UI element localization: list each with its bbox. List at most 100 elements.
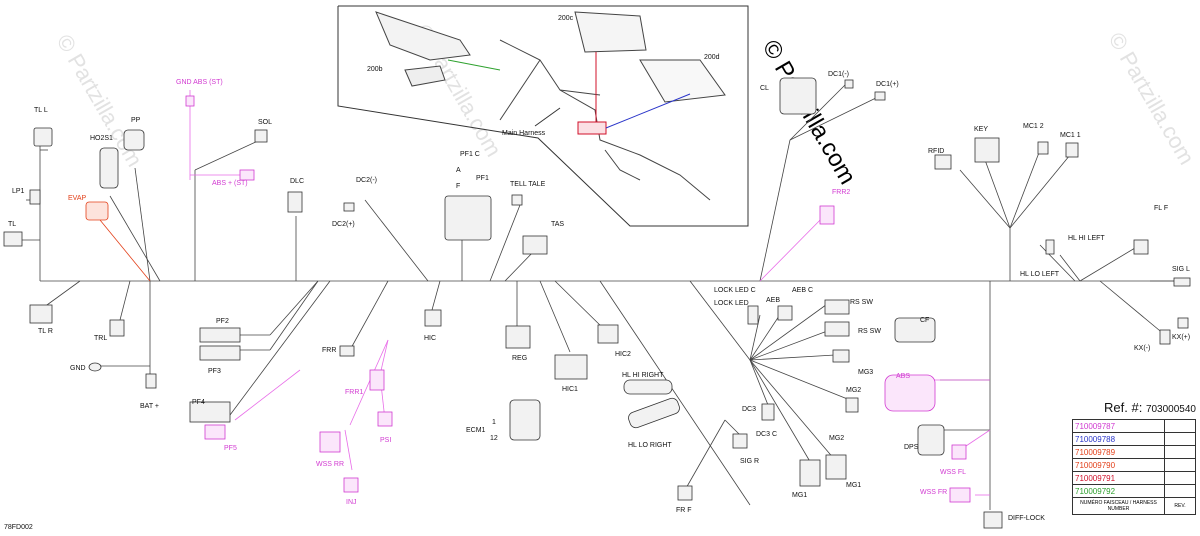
harness-rev — [1164, 445, 1196, 459]
label-inj: INJ — [346, 499, 357, 506]
reference-prefix: Ref. #: — [1104, 400, 1143, 415]
label-sol: SOL — [258, 119, 272, 126]
label-bat-plus: BAT + — [140, 403, 159, 410]
inset-box — [337, 5, 749, 227]
label-pf5: PF5 — [224, 445, 237, 452]
label-tl-r: TL R — [38, 328, 53, 335]
label-reg: REG — [512, 355, 527, 362]
labels-black: TL L PP HO2S1 LP1 TL SOL DLC DC2(-) DC2(… — [8, 71, 1190, 522]
inset-labels: 200b 200c 200d Main Harness — [367, 15, 720, 137]
connector-glyphs — [3, 77, 1191, 529]
label-dps: DPS — [904, 444, 919, 451]
harness-number: 710009787 — [1072, 419, 1165, 433]
label-pf1: PF1 — [476, 175, 489, 182]
label-mc1-1: MC1 1 — [1060, 132, 1081, 139]
label-hic1: HIC1 — [562, 386, 578, 393]
label-dc3-c: DC3 C — [756, 431, 777, 438]
label-pf1-a: A — [456, 167, 461, 174]
label-sig-r: SIG R — [740, 458, 759, 465]
harness-rev — [1164, 458, 1196, 472]
harness-row: 710009791 — [1072, 471, 1196, 485]
inset-label-200b: 200b — [367, 66, 383, 73]
harness-table-header: NUMÉRO FAISCEAU / HARNESS NUMBER REV. — [1072, 497, 1196, 515]
label-dc3: DC3 — [742, 406, 756, 413]
inset-label-200d: 200d — [704, 54, 720, 61]
harness-rev — [1164, 471, 1196, 485]
label-pf1-f: F — [456, 183, 460, 190]
wires-black — [20, 79, 1190, 510]
label-fr-f: FR F — [676, 507, 692, 514]
label-dlc: DLC — [290, 178, 304, 185]
label-lp1: LP1 — [12, 188, 25, 195]
label-fl-f: FL F — [1154, 205, 1168, 212]
drawing-code: 78FD002 — [4, 524, 33, 531]
label-lock-led-c: LOCK LED C — [714, 287, 756, 294]
inset-harness-drawing — [375, 11, 726, 201]
label-ecm1: ECM1 — [466, 427, 486, 434]
inset-label-main-harness: Main Harness — [502, 130, 546, 137]
label-hic2: HIC2 — [615, 351, 631, 358]
label-pf2: PF2 — [216, 318, 229, 325]
reference-number: 703000540 — [1145, 404, 1196, 415]
connector-glyphs-red — [85, 201, 109, 221]
inset-label-200c: 200c — [558, 15, 574, 22]
connector-glyphs-pink — [185, 95, 971, 503]
label-hl-hi-right: HL HI RIGHT — [622, 372, 664, 379]
harness-header-right: REV. — [1164, 497, 1196, 515]
label-kx-plus: KX(+) — [1172, 334, 1190, 341]
label-rfid: RFID — [928, 148, 944, 155]
label-mc1-2: MC1 2 — [1023, 123, 1044, 130]
label-lock-led: LOCK LED — [714, 300, 749, 307]
label-tas: TAS — [551, 221, 564, 228]
label-rs-sw-2: RS SW — [858, 328, 881, 335]
label-dc2-minus: DC2(-) — [356, 177, 377, 184]
label-frr2: FRR2 — [832, 189, 850, 196]
harness-number: 710009788 — [1072, 432, 1165, 446]
label-wss-fl: WSS FL — [940, 469, 966, 476]
harness-rev — [1164, 419, 1196, 433]
label-rs-sw-1: RS SW — [850, 299, 873, 306]
label-cl: CL — [760, 85, 769, 92]
label-aeb-c: AEB C — [792, 287, 813, 294]
label-pf4: PF4 — [192, 399, 205, 406]
label-diff-lock: DIFF-LOCK — [1008, 515, 1045, 522]
harness-number: 710009791 — [1072, 471, 1165, 485]
label-gnd-abs-st: GND ABS (ST) — [176, 79, 223, 86]
label-hic: HIC — [424, 335, 436, 342]
label-pp: PP — [131, 117, 141, 124]
label-pf1-c: PF1 C — [460, 151, 480, 158]
harness-number: 710009792 — [1072, 484, 1165, 498]
harness-number: 710009789 — [1072, 445, 1165, 459]
labels-pink: GND ABS (ST) ABS + (ST) FRR2 FRR1 PSI WS… — [176, 79, 966, 506]
label-ho2s1: HO2S1 — [90, 135, 113, 142]
label-evap: EVAP — [68, 195, 86, 202]
harness-header-left: NUMÉRO FAISCEAU / HARNESS NUMBER — [1072, 497, 1165, 515]
label-hl-lo-right: HL LO RIGHT — [628, 442, 672, 449]
label-tell-tale: TELL TALE — [510, 181, 546, 188]
reference-title: Ref. #: 703000540 — [1072, 400, 1196, 415]
label-key: KEY — [974, 126, 988, 133]
label-dc1-plus: DC1(+) — [876, 81, 899, 88]
label-aeb: AEB — [766, 297, 780, 304]
wires-red — [99, 219, 151, 282]
label-tl: TL — [8, 221, 16, 228]
label-trl: TRL — [94, 335, 107, 342]
harness-row: 710009789 — [1072, 445, 1196, 459]
label-mg2-b: MG2 — [829, 435, 844, 442]
label-wss-fr: WSS FR — [920, 489, 947, 496]
harness-row: 710009790 — [1072, 458, 1196, 472]
label-cf: CF — [920, 317, 929, 324]
harness-rev — [1164, 484, 1196, 498]
label-abs-plus-st: ABS + (ST) — [212, 180, 248, 187]
label-wss-rr: WSS RR — [316, 461, 344, 468]
label-psi: PSI — [380, 437, 391, 444]
label-frr: FRR — [322, 347, 336, 354]
harness-row: 710009788 — [1072, 432, 1196, 446]
label-kx-minus: KX(-) — [1134, 345, 1150, 352]
harness-row: 710009787 — [1072, 419, 1196, 433]
label-dc1-minus: DC1(-) — [828, 71, 849, 78]
label-dc2-plus: DC2(+) — [332, 221, 355, 228]
label-tl-l: TL L — [34, 107, 48, 114]
